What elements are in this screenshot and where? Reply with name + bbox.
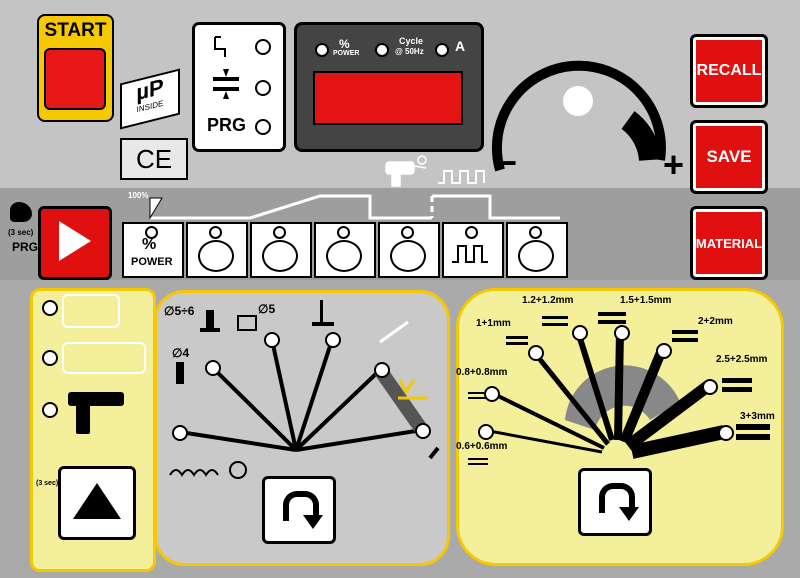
wire-cycle-button[interactable] bbox=[262, 476, 336, 544]
knob-minus: − bbox=[496, 142, 518, 183]
mode-spot-led[interactable] bbox=[255, 80, 271, 96]
param-pre-weld-icon bbox=[198, 240, 234, 272]
power-label: POWER bbox=[333, 50, 360, 57]
wire-led-6[interactable] bbox=[415, 423, 431, 439]
up-button[interactable] bbox=[58, 466, 136, 540]
mode-prg-led[interactable] bbox=[255, 119, 271, 135]
tool-led-1[interactable] bbox=[42, 300, 58, 316]
param-power-percent: % bbox=[142, 236, 157, 253]
gun-hand-icon bbox=[10, 202, 32, 222]
amp-label: A bbox=[455, 38, 466, 54]
thickness-label-1: 1+1mm bbox=[476, 318, 511, 329]
u-turn-arrow-head bbox=[303, 515, 323, 529]
power-percent: % bbox=[339, 37, 350, 51]
param-pre-weld-led bbox=[209, 226, 222, 239]
wire-led-5[interactable] bbox=[374, 362, 390, 378]
param-pulse-led bbox=[465, 226, 478, 239]
start-button[interactable] bbox=[44, 48, 106, 110]
mode-prg-label: PRG bbox=[207, 115, 247, 135]
tool-led-2[interactable] bbox=[42, 350, 58, 366]
start-label: START bbox=[44, 20, 107, 41]
wire-d5-label: ∅5 bbox=[258, 302, 276, 316]
param-power-led bbox=[145, 226, 158, 239]
thickness-cycle-button[interactable] bbox=[578, 468, 652, 536]
thickness-led-1[interactable] bbox=[478, 424, 494, 440]
thickness-led-2[interactable] bbox=[484, 386, 500, 402]
param-weld-time-led bbox=[401, 226, 414, 239]
wire-d56-label: ∅5÷6 bbox=[164, 304, 195, 318]
param-weld-time-icon bbox=[390, 240, 426, 272]
play-button[interactable] bbox=[38, 206, 112, 280]
power-led bbox=[315, 43, 329, 57]
pulse-icon bbox=[452, 245, 488, 263]
mode-icons bbox=[213, 36, 239, 99]
percent-100-label: 100% bbox=[128, 191, 149, 200]
material-button[interactable]: MATERIAL bbox=[690, 206, 768, 280]
thickness-label-3: 3+3mm bbox=[740, 411, 775, 422]
ce-mark: CE bbox=[120, 138, 188, 180]
material-label: MATERIAL bbox=[695, 235, 763, 251]
save-label: SAVE bbox=[706, 147, 752, 166]
play-icon bbox=[59, 221, 91, 261]
thickness-led-5[interactable] bbox=[614, 325, 630, 341]
ce-text: CE bbox=[135, 143, 173, 174]
param-squeeze-led bbox=[337, 226, 350, 239]
thickness-led-3[interactable] bbox=[528, 345, 544, 361]
led-display-screen bbox=[313, 71, 463, 125]
wire-led-1[interactable] bbox=[172, 425, 188, 441]
up-arrow-icon bbox=[73, 483, 121, 519]
mode-selector-box: PRG bbox=[192, 22, 286, 152]
thickness-led-4[interactable] bbox=[572, 325, 588, 341]
wire-led-4[interactable] bbox=[325, 332, 341, 348]
cycle-label: Cycle bbox=[399, 36, 424, 46]
param-power-label: POWER bbox=[131, 256, 173, 268]
cycle-hz-label: @ 50Hz bbox=[395, 47, 424, 56]
dent-puller-icon bbox=[62, 294, 120, 328]
spot-gun-icon bbox=[68, 392, 124, 406]
param-squeeze-icon bbox=[326, 240, 362, 272]
three-sec-label: (3 sec) bbox=[8, 228, 34, 237]
pulse-puller-icon bbox=[62, 342, 146, 374]
recall-button[interactable]: RECALL bbox=[690, 34, 768, 108]
wire-d4-label: ∅4 bbox=[172, 346, 190, 360]
cycle-led bbox=[375, 43, 389, 57]
param-hold-led bbox=[529, 226, 542, 239]
mode-2t-led[interactable] bbox=[255, 39, 271, 55]
thickness-led-8[interactable] bbox=[718, 425, 734, 441]
thickness-label-08: 0.8+0.8mm bbox=[456, 367, 508, 378]
thickness-label-2: 2+2mm bbox=[698, 316, 733, 327]
spot-gun-handle-icon bbox=[76, 404, 90, 434]
prg-strip-label: PRG bbox=[12, 240, 39, 254]
u-turn-arrow-icon bbox=[599, 483, 635, 513]
thickness-led-7[interactable] bbox=[702, 379, 718, 395]
display-box: % POWER Cycle @ 50Hz A bbox=[294, 22, 484, 152]
param-upslope-led bbox=[273, 226, 286, 239]
param-upslope-icon bbox=[262, 240, 298, 272]
u-turn-arrow-head bbox=[619, 507, 639, 521]
knob-center-dot bbox=[563, 86, 593, 116]
knob-plus: + bbox=[663, 144, 685, 185]
left-three-sec: (3 sec) bbox=[36, 480, 59, 487]
amp-led bbox=[435, 43, 449, 57]
param-hold-icon bbox=[518, 240, 554, 272]
thickness-label-25: 2.5+2.5mm bbox=[716, 354, 768, 365]
wire-led-2[interactable] bbox=[205, 360, 221, 376]
u-turn-arrow-icon bbox=[283, 491, 319, 521]
save-button[interactable]: SAVE bbox=[690, 120, 768, 194]
recall-label: RECALL bbox=[696, 62, 762, 79]
thickness-led-6[interactable] bbox=[656, 343, 672, 359]
thickness-label-06: 0.6+0.6mm bbox=[456, 441, 508, 452]
thickness-label-15: 1.5+1.5mm bbox=[620, 295, 672, 306]
thickness-label-12: 1.2+1.2mm bbox=[522, 295, 574, 306]
wire-led-3[interactable] bbox=[264, 332, 280, 348]
tool-led-3[interactable] bbox=[42, 402, 58, 418]
